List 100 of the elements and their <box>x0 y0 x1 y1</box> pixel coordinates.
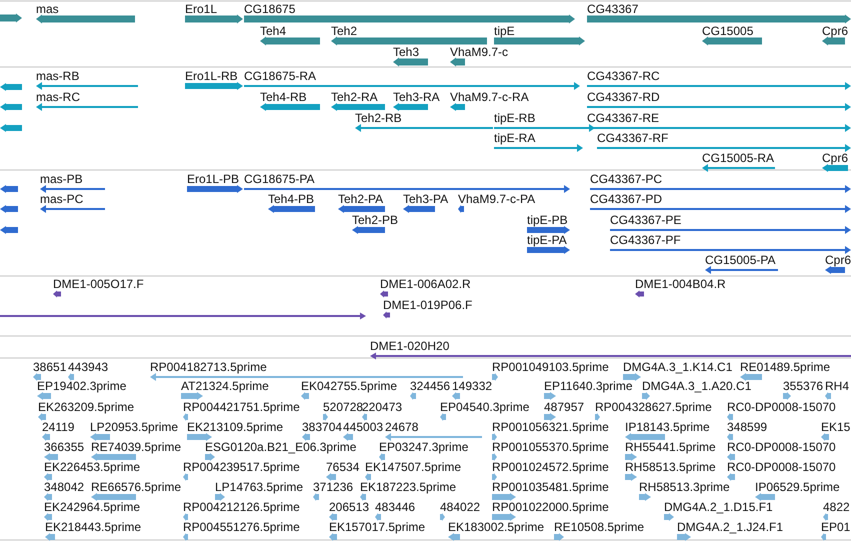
feature-label: 348042 <box>44 481 84 494</box>
feature-label: CG15005-PA <box>705 254 776 267</box>
feature-label: 76534 <box>326 461 360 474</box>
feature-label: CG43367-PE <box>610 214 682 227</box>
feature-label: CG43367-PD <box>590 193 662 206</box>
feature-label: CG43367-RE <box>587 112 660 125</box>
feature-label: Teh4 <box>260 25 286 38</box>
feature-label: Teh4-PB <box>268 193 314 206</box>
feature-label: 324456 <box>410 380 450 393</box>
feature-label: 484022 <box>440 501 480 514</box>
feature-label: EK042755.5prime <box>301 380 398 393</box>
feature-label: tipE-RB <box>494 112 536 125</box>
feature-label: Teh2-RA <box>331 91 378 104</box>
feature-label: CG18675-PA <box>244 173 314 186</box>
feature-label: RC0-DP0008-15070 <box>727 461 836 474</box>
feature-label: EK263209.5prime <box>38 401 134 414</box>
feature-label: EK242964.5prime <box>44 501 140 514</box>
feature-label: EK218443.5prime <box>45 521 142 534</box>
feature-label: Cpr6 <box>822 25 848 38</box>
feature-label: DME1-006A02.R <box>380 278 471 291</box>
feature-label: EK183002.5prime <box>448 521 544 534</box>
feature-label: RE10508.5prime <box>554 521 644 534</box>
feature-label: 483446 <box>375 501 416 514</box>
feature-label: RC0-DP0008-15070 <box>727 441 836 454</box>
feature-label: RP001055370.5prime <box>492 441 609 454</box>
feature-label: 206513 <box>329 501 370 514</box>
feature-label: IP06529.5prime <box>755 481 840 494</box>
feature-label: CG43367-PC <box>590 173 662 186</box>
feature-label: RP004551276.5prime <box>183 521 300 534</box>
feature-label: CG15005-RA <box>702 152 774 165</box>
feature-label: CG43367-RD <box>587 91 660 104</box>
feature-label: mas-RC <box>36 91 80 104</box>
feature-label: DMG4A.2_1.J24.F1 <box>677 521 784 534</box>
feature-label: Teh2-PA <box>338 193 384 206</box>
feature-label: EK15 <box>821 421 850 434</box>
feature-label: 24678 <box>385 421 418 434</box>
feature-label: CG43367-PF <box>610 234 681 247</box>
feature-label: DME1-019P06.F <box>383 299 472 312</box>
feature-label: 149332 <box>452 380 492 393</box>
feature-label: Ero1L-PB <box>187 173 240 186</box>
feature-label: EK147507.5prime <box>365 461 462 474</box>
feature-label: IP18143.5prime <box>625 421 710 434</box>
feature-label: EK157017.5prime <box>329 521 426 534</box>
feature-label: LP20953.5prime <box>90 421 178 434</box>
feature-label: DMG4A.3_1.K14.C1 <box>623 361 732 374</box>
feature-label: RP004421751.5prime <box>183 401 300 414</box>
feature-label: DMG4A.2_1.D15.F1 <box>664 501 773 514</box>
feature-label: CG43367-RC <box>587 70 660 83</box>
feature-label: Cpr6 <box>825 254 851 267</box>
feature-label: 366355 <box>44 441 84 454</box>
feature-label: Teh4-RB <box>260 91 307 104</box>
feature-label: RE01489.5prime <box>740 361 830 374</box>
feature-label: RP004182713.5prime <box>150 361 267 374</box>
feature-label: 443943 <box>68 361 108 374</box>
feature-label: RP001049103.5prime <box>492 361 609 374</box>
feature-label: RP001056321.5prime <box>492 421 609 434</box>
feature-label: VhaM9.7-c-RA <box>450 91 529 104</box>
feature-label: DMG4A.3_1.A20.C1 <box>642 380 752 393</box>
feature-label: Teh2-PB <box>352 214 398 227</box>
feature-label: RH4 <box>825 380 850 393</box>
feature-label: EK213109.5prime <box>187 421 284 434</box>
feature-label: EP01 <box>821 521 850 534</box>
feature-label: Ero1L <box>185 3 218 16</box>
feature-label: tipE-PA <box>527 234 567 247</box>
feature-label: Teh3-RA <box>393 91 440 104</box>
feature-label: 371236 <box>313 481 354 494</box>
feature-label: EK226453.5prime <box>44 461 140 474</box>
feature-label: 520728 <box>323 401 364 414</box>
feature-label: 355376 <box>783 380 824 393</box>
feature-label: 383704 <box>302 421 342 434</box>
feature-label: EP19402.3prime <box>37 380 126 393</box>
feature-label: RC0-DP0008-15070 <box>727 401 836 414</box>
feature-label: mas-PC <box>40 193 84 206</box>
feature-label: Teh3-PA <box>403 193 448 206</box>
feature-label: 38651 <box>33 361 66 374</box>
feature-label: tipE-RA <box>494 132 536 145</box>
feature-label: DME1-005O17.F <box>53 278 144 291</box>
feature-label: Teh2-RB <box>355 112 402 125</box>
feature-label: 487957 <box>544 401 584 414</box>
feature-label: 4822 <box>823 501 850 514</box>
feature-label: LP14763.5prime <box>215 481 304 494</box>
feature-label: RP004328627.5prime <box>595 401 712 414</box>
feature-label: RH58513.3prime <box>639 481 730 494</box>
feature-label: RE74039.5prime <box>91 441 182 454</box>
feature-label: RH58513.5prime <box>625 461 716 474</box>
feature-label: AT21324.5prime <box>181 380 269 393</box>
feature-label: EP04540.3prime <box>440 401 530 414</box>
feature-label: RH55441.5prime <box>625 441 716 454</box>
feature-label: mas <box>36 3 59 16</box>
feature-label: RE66576.5prime <box>91 481 182 494</box>
feature-label: DME1-020H20 <box>370 340 450 353</box>
feature-label: CG18675-RA <box>244 70 316 83</box>
feature-label: CG18675 <box>244 3 296 16</box>
feature-label: CG43367-RF <box>597 132 668 145</box>
feature-label: 445003 <box>343 421 384 434</box>
feature-label: RP001035481.5prime <box>492 481 609 494</box>
feature-label: 348599 <box>727 421 768 434</box>
feature-label: EP11640.3prime <box>544 380 632 393</box>
feature-label: ESG0120a.B21_E06.3prime <box>205 441 356 454</box>
feature-label: EK187223.5prime <box>360 481 456 494</box>
